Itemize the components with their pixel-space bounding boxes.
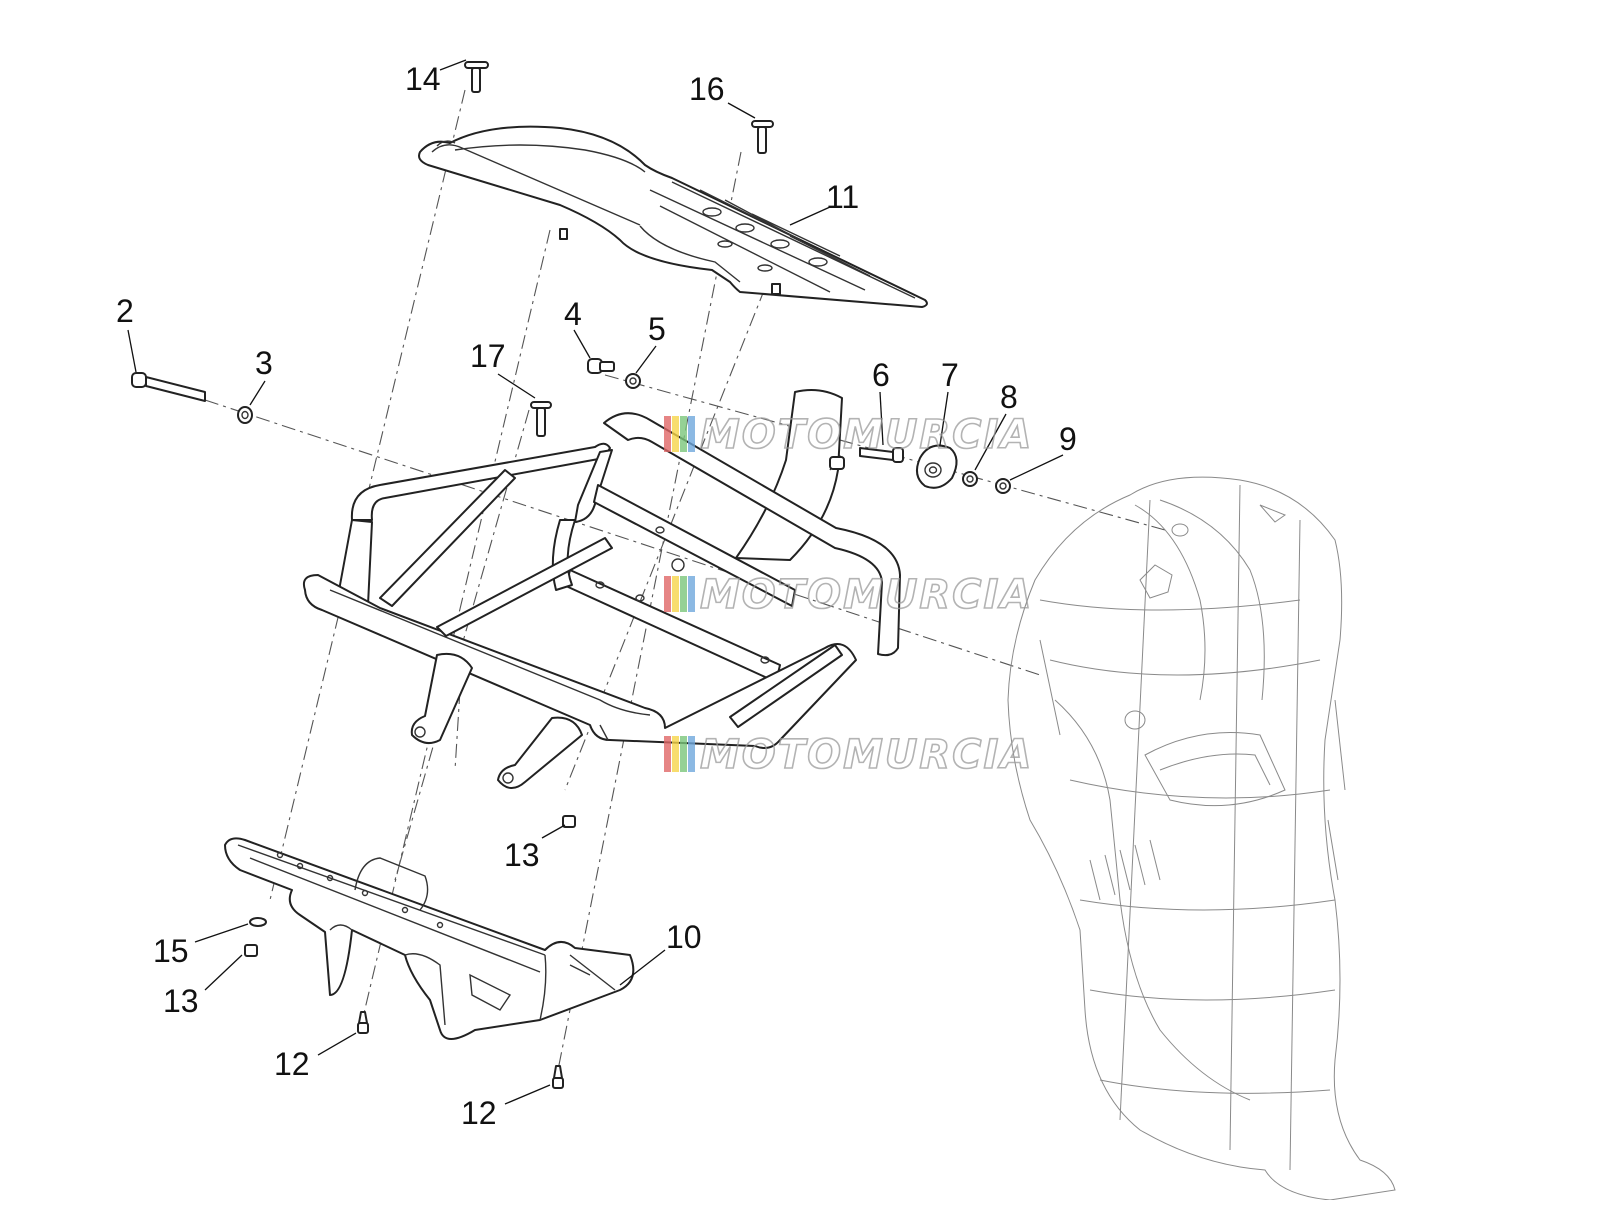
screw-part-12-b [552, 1065, 564, 1089]
screw-part-12-a [357, 1011, 369, 1034]
callout-4: 4 [564, 296, 582, 332]
nut-part-13-lower [244, 944, 258, 957]
bolt-part-2 [131, 372, 206, 402]
callout-5: 5 [648, 311, 666, 347]
callout-labels: 14 16 11 2 3 4 5 17 6 7 8 9 13 15 13 10 … [116, 61, 1077, 1131]
callout-15: 15 [153, 933, 189, 969]
callout-10: 10 [666, 919, 702, 955]
stud-part-6 [859, 447, 904, 463]
watermark-logo-middle: MOTOMURCIA [664, 571, 1033, 619]
watermark-logo-bottom: MOTOMURCIA [664, 731, 1033, 779]
callout-13-upper: 13 [504, 837, 540, 873]
washer-part-5 [625, 373, 641, 389]
callout-7: 7 [941, 357, 959, 393]
washer-part-8 [962, 471, 978, 487]
callout-9: 9 [1059, 421, 1077, 457]
callout-13-lower: 13 [163, 983, 199, 1019]
callout-12-right: 12 [461, 1095, 497, 1131]
screw-part-14 [464, 61, 489, 93]
clip-part-15 [249, 917, 267, 927]
washer-part-9 [995, 478, 1011, 494]
leader-lines [127, 59, 1064, 1105]
watermark-logos: MOTOMURCIA MOTOMURCIA MOTOMURCIA [664, 411, 1033, 779]
callout-3: 3 [255, 345, 273, 381]
grommet-part-7 [915, 444, 958, 489]
screw-part-17 [530, 401, 552, 437]
watermark-text: MOTOMURCIA [700, 732, 1033, 778]
callout-6: 6 [872, 357, 890, 393]
callout-17: 17 [470, 338, 506, 374]
watermark-text: MOTOMURCIA [700, 412, 1033, 458]
bolt-part-4 [587, 358, 615, 374]
washer-part-3 [237, 406, 253, 424]
callout-14-top: 14 [405, 61, 441, 97]
rack-plate-part [418, 125, 928, 308]
callout-16: 16 [689, 71, 725, 107]
lower-shield-part-10 [224, 837, 635, 1040]
screw-part-16 [751, 120, 774, 154]
watermark-logo-top: MOTOMURCIA [664, 411, 1033, 459]
callout-2: 2 [116, 293, 134, 329]
front-rack-frame [302, 389, 901, 789]
callout-12-left: 12 [274, 1046, 310, 1082]
callout-8: 8 [1000, 379, 1018, 415]
callout-11: 11 [826, 179, 859, 215]
watermark-text: MOTOMURCIA [700, 572, 1033, 618]
nut-part-13-upper [562, 815, 576, 828]
